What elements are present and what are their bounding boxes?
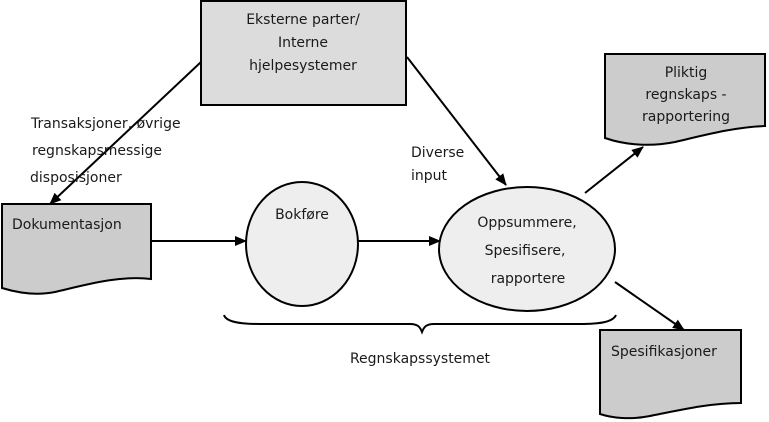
- node-mandatory-reporting: Pliktig regnskaps - rapportering: [604, 53, 766, 146]
- group-brace: [223, 314, 617, 335]
- node-summarize: Oppsummere, Spesifisere, rapportere: [438, 186, 616, 312]
- node-summarize-line-3: rapportere: [491, 271, 566, 287]
- edge-label-diverse-input-line-1: Diverse: [411, 145, 464, 161]
- edge-external-to-documentation: [49, 61, 202, 205]
- node-documentation-label: Dokumentasjon: [12, 217, 122, 233]
- group-label: Regnskapssystemet: [350, 351, 491, 367]
- node-external-line-2: Interne: [278, 35, 328, 51]
- node-mandatory-reporting-line-1: Pliktig: [665, 65, 708, 81]
- node-bookkeeping-label: Bokføre: [275, 207, 329, 223]
- edge-external-to-summarize: [406, 56, 507, 186]
- edge-summarize-to-mandatory-reporting: [584, 146, 644, 194]
- edge-label-transactions-line-2: regnskapsmessige: [32, 143, 162, 159]
- node-documentation: Dokumentasjon: [1, 203, 152, 295]
- node-bookkeeping: Bokføre: [245, 181, 359, 307]
- edge-label-transactions-line-1: Transaksjoner, øvrige: [30, 116, 181, 132]
- node-specifications: Spesifikasjoner: [599, 329, 742, 420]
- node-external-parties: Eksterne parter/ Interne hjelpesystemer: [200, 0, 407, 106]
- edge-label-diverse-input: Diverse input: [411, 145, 464, 184]
- node-external-line-3: hjelpesystemer: [249, 58, 357, 74]
- node-mandatory-reporting-line-3: rapportering: [642, 109, 730, 125]
- node-external-line-1: Eksterne parter/: [246, 12, 360, 28]
- node-specifications-label: Spesifikasjoner: [611, 344, 717, 360]
- node-mandatory-reporting-line-2: regnskaps -: [645, 87, 726, 103]
- edge-label-transactions: Transaksjoner, øvrige regnskapsmessige d…: [30, 116, 181, 186]
- node-summarize-line-1: Oppsummere,: [477, 215, 576, 231]
- edge-label-transactions-line-3: disposisjoner: [30, 170, 122, 186]
- node-summarize-line-2: Spesifisere,: [485, 243, 566, 259]
- edge-label-diverse-input-line-2: input: [411, 168, 448, 184]
- edge-summarize-to-specifications: [614, 281, 685, 331]
